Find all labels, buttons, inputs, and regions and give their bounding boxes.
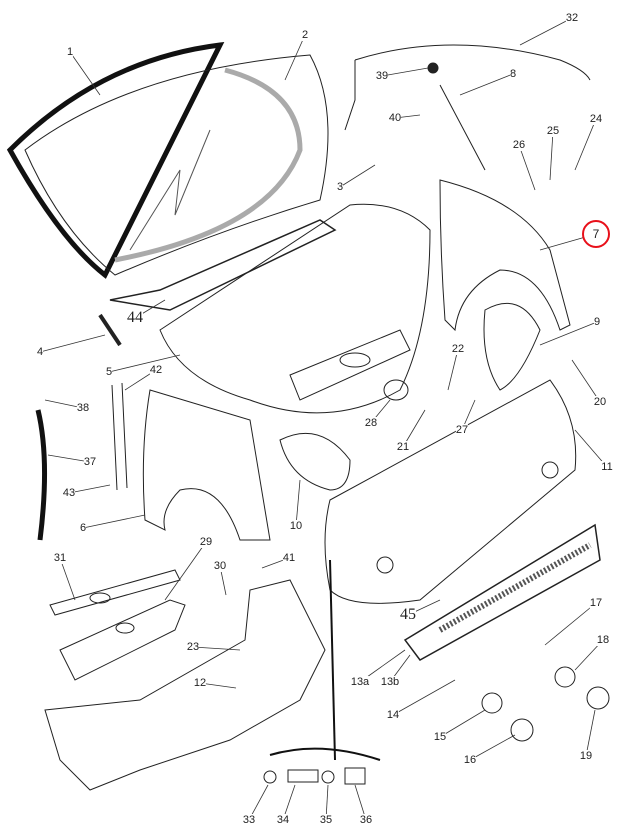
leader-line <box>82 514 146 529</box>
callout-label-18: 18 <box>596 634 610 646</box>
leader-line <box>447 348 459 391</box>
leader-line <box>585 709 596 757</box>
leader-line <box>381 67 429 77</box>
fender-left <box>142 389 271 541</box>
callout-label-7: 7 <box>582 220 610 248</box>
leader-line <box>402 409 426 448</box>
leader-line <box>539 321 598 346</box>
callout-label-40: 40 <box>388 112 402 124</box>
headlamp-right <box>483 302 541 391</box>
callout-label-35: 35 <box>319 814 333 826</box>
leader-line <box>68 484 111 494</box>
leader-line <box>392 679 456 716</box>
callout-label-31: 31 <box>53 552 67 564</box>
fender-right <box>439 179 571 332</box>
door-seal <box>35 409 48 541</box>
leader-line <box>574 429 608 468</box>
callout-label-44: 44 <box>127 309 143 327</box>
callout-label-19: 19 <box>579 750 593 762</box>
callout-label-37: 37 <box>83 456 97 468</box>
callout-label-20: 20 <box>593 396 607 408</box>
callout-label-22: 22 <box>451 343 465 355</box>
leader-line <box>47 454 91 463</box>
leader-line <box>469 734 516 761</box>
windshield-glass <box>24 54 329 276</box>
callout-label-43: 43 <box>62 487 76 499</box>
headlamp-left <box>279 432 351 491</box>
hood <box>159 203 431 414</box>
callout-label-30: 30 <box>213 560 227 572</box>
callout-label-32: 32 <box>565 12 579 24</box>
callout-label-28: 28 <box>364 417 378 429</box>
callout-label-15: 15 <box>433 731 447 743</box>
callout-label-13b: 13b <box>380 676 400 688</box>
leader-line <box>459 73 514 96</box>
callout-label-23: 23 <box>186 641 200 653</box>
callout-label-17: 17 <box>589 597 603 609</box>
leader-line <box>69 51 101 96</box>
leader-line <box>574 118 597 171</box>
callout-label-3: 3 <box>336 181 344 193</box>
leader-line <box>192 646 241 651</box>
leader-line <box>439 709 486 738</box>
cowl-panel <box>109 219 337 311</box>
leader-line <box>571 359 601 403</box>
callout-label-12: 12 <box>193 677 207 689</box>
callout-label-36: 36 <box>359 814 373 826</box>
leader-line <box>108 354 181 373</box>
callout-label-9: 9 <box>593 316 601 328</box>
lower-grille <box>403 523 601 661</box>
callout-label-39: 39 <box>375 70 389 82</box>
leader-line <box>339 164 376 188</box>
callout-label-1: 1 <box>66 46 74 58</box>
callout-label-13a: 13a <box>350 676 370 688</box>
front-crossmember <box>44 579 326 791</box>
callout-label-2: 2 <box>301 29 309 41</box>
callout-label-41: 41 <box>282 552 296 564</box>
leader-line <box>544 602 597 646</box>
callout-label-25: 25 <box>546 125 560 137</box>
leader-line <box>519 17 573 46</box>
callout-label-14: 14 <box>386 709 400 721</box>
callout-label-45: 45 <box>400 606 416 624</box>
callout-label-29: 29 <box>199 536 213 548</box>
callout-label-21: 21 <box>396 441 410 453</box>
hood-release-cable <box>354 44 591 81</box>
callout-label-4: 4 <box>36 346 44 358</box>
leader-line <box>295 479 301 527</box>
leader-line <box>284 34 306 81</box>
callout-label-42: 42 <box>149 364 163 376</box>
callout-label-33: 33 <box>242 814 256 826</box>
leader-line <box>59 557 76 601</box>
leader-line <box>549 130 554 181</box>
leader-line <box>44 399 84 409</box>
callout-label-27: 27 <box>455 424 469 436</box>
callout-label-34: 34 <box>276 814 290 826</box>
leader-line <box>518 144 536 191</box>
windshield-tint <box>114 67 303 263</box>
callout-label-26: 26 <box>512 139 526 151</box>
callout-label-8: 8 <box>509 68 517 80</box>
callout-label-11: 11 <box>601 461 613 473</box>
callout-label-10: 10 <box>289 520 303 532</box>
callout-label-16: 16 <box>463 754 477 766</box>
front-bumper <box>324 379 577 604</box>
leader-line <box>39 334 106 353</box>
callout-label-5: 5 <box>105 366 113 378</box>
grille-upper <box>49 569 181 616</box>
callout-label-6: 6 <box>79 522 87 534</box>
grille-mid <box>59 599 186 681</box>
callout-label-38: 38 <box>76 402 90 414</box>
windshield-seal <box>6 41 225 279</box>
leader-line <box>164 541 207 601</box>
callout-label-24: 24 <box>589 113 603 125</box>
